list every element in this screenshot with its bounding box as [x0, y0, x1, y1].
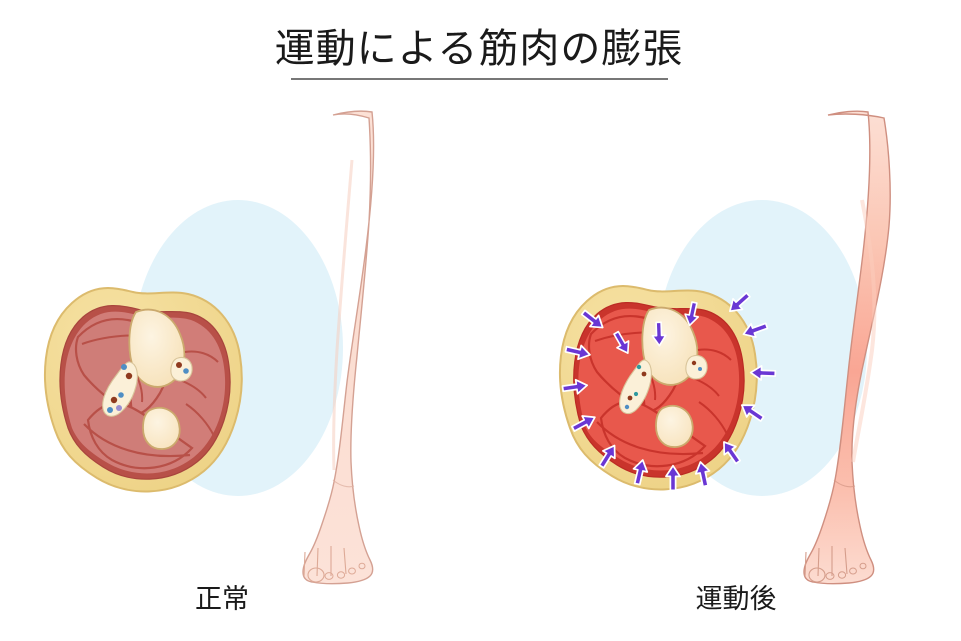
fibula-bone: [655, 404, 694, 448]
deep-septum: [698, 401, 728, 435]
panel-after-exercise: 運動後: [559, 110, 891, 614]
posterior-septum: [697, 348, 732, 361]
toe-gap-2: [316, 547, 319, 577]
vein-dot: [118, 392, 124, 398]
leg-normal: [302, 110, 375, 585]
toenail-big: [808, 567, 826, 583]
toenail-4: [849, 567, 857, 575]
toenail-3: [837, 571, 847, 579]
toenail-5: [358, 562, 366, 570]
fibula-bone: [142, 406, 181, 450]
deep-septum: [185, 403, 215, 437]
ankle-crease: [833, 479, 856, 488]
muscle-fascia-line-lower: [596, 421, 704, 456]
vein-dot: [121, 364, 127, 370]
shin-highlight: [332, 159, 354, 471]
vein-dot: [183, 368, 189, 374]
toe-gap-4: [343, 547, 347, 575]
caption-after-exercise: 運動後: [696, 584, 777, 614]
panel-normal: 正常: [44, 110, 375, 614]
cross-section-normal: [44, 287, 243, 493]
neurovascular-bundle-lateral: [685, 354, 708, 380]
neurovascular-bundle-lateral: [170, 356, 193, 382]
leg-after-exercise: [803, 110, 891, 585]
background-halos: [133, 200, 867, 496]
artery-dot: [176, 362, 182, 368]
calf-highlight: [851, 199, 877, 463]
vein-dot: [636, 364, 642, 370]
toes-after-exercise: [804, 546, 867, 583]
toenail-3: [336, 571, 346, 579]
toe-gap-1: [804, 551, 807, 577]
page-title: 運動による筋肉の膨張: [275, 27, 684, 71]
toe-gap-4: [844, 547, 848, 575]
toe-gap-1: [303, 551, 306, 577]
toenail-2: [825, 572, 835, 580]
vein-dot: [107, 407, 113, 413]
toenail-4: [348, 567, 356, 575]
toenail-5: [859, 562, 867, 570]
toenail-2: [324, 572, 334, 580]
toenail-big: [307, 567, 325, 583]
vein-dot: [633, 391, 639, 397]
nerve-dot: [116, 405, 122, 411]
vein-dot: [698, 367, 702, 371]
artery-dot: [627, 395, 633, 401]
caption-normal: 正常: [195, 584, 249, 614]
vein-dot: [624, 404, 630, 410]
artery-dot: [641, 371, 647, 377]
leg-silhouette-normal: [302, 110, 375, 585]
artery-dot: [691, 360, 697, 366]
cross-section-after-exercise: [559, 285, 777, 492]
ankle-crease: [332, 479, 355, 488]
toe-gap-2: [817, 547, 820, 577]
toes-normal: [303, 546, 366, 583]
muscle-fascia-line-lower: [83, 423, 191, 458]
artery-dot: [110, 396, 118, 404]
artery-dot: [125, 372, 133, 380]
posterior-septum: [184, 350, 219, 363]
